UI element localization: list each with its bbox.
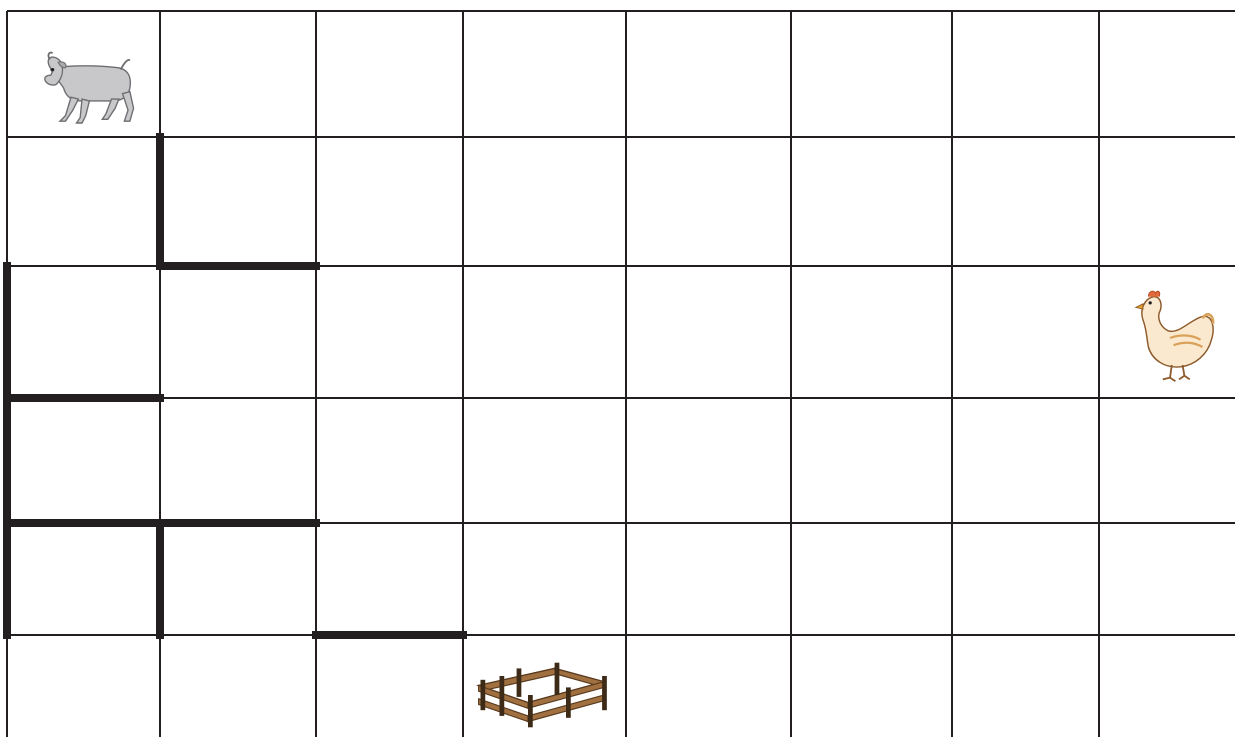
grid-cell-r4-c1[interactable] <box>160 523 316 635</box>
grid-cell-r0-c3[interactable] <box>463 11 626 137</box>
grid-cell-r4-c7[interactable] <box>1099 523 1235 635</box>
grid-cell-r1-c3[interactable] <box>463 137 626 266</box>
grid-cell-r5-c1[interactable] <box>160 635 316 737</box>
grid-cell-r0-c6[interactable] <box>952 11 1099 137</box>
grid-cell-r2-c0[interactable] <box>7 266 160 398</box>
grid-cell-r4-c4[interactable] <box>626 523 791 635</box>
grid-cell-r1-c6[interactable] <box>952 137 1099 266</box>
grid-cell-r1-c7[interactable] <box>1099 137 1235 266</box>
grid-cell-r3-c6[interactable] <box>952 398 1099 523</box>
grid-cells <box>7 11 1235 737</box>
grid-cell-r1-c2[interactable] <box>316 137 463 266</box>
grid-cell-r2-c5[interactable] <box>791 266 952 398</box>
grid-cell-r4-c3[interactable] <box>463 523 626 635</box>
grid-cell-r2-c2[interactable] <box>316 266 463 398</box>
grid-cell-r1-c5[interactable] <box>791 137 952 266</box>
grid-cell-r1-c1[interactable] <box>160 137 316 266</box>
grid-cell-r4-c2[interactable] <box>316 523 463 635</box>
grid-cell-r3-c4[interactable] <box>626 398 791 523</box>
grid-cell-r3-c0[interactable] <box>7 398 160 523</box>
grid-cell-r5-c0[interactable] <box>7 635 160 737</box>
grid-cell-r5-c5[interactable] <box>791 635 952 737</box>
grid-cell-r3-c1[interactable] <box>160 398 316 523</box>
grid-cell-r0-c5[interactable] <box>791 11 952 137</box>
grid-cell-r3-c3[interactable] <box>463 398 626 523</box>
grid-cell-r5-c4[interactable] <box>626 635 791 737</box>
grid-cell-r0-c4[interactable] <box>626 11 791 137</box>
grid-cell-r4-c0[interactable] <box>7 523 160 635</box>
grid-cell-r1-c4[interactable] <box>626 137 791 266</box>
grid-cell-r2-c6[interactable] <box>952 266 1099 398</box>
grid-cell-r4-c5[interactable] <box>791 523 952 635</box>
grid-cell-r0-c2[interactable] <box>316 11 463 137</box>
grid-cell-r2-c1[interactable] <box>160 266 316 398</box>
grid-cell-r1-c0[interactable] <box>7 137 160 266</box>
grid-cell-r5-c7[interactable] <box>1099 635 1235 737</box>
grid-cell-r2-c4[interactable] <box>626 266 791 398</box>
grid-cell-r5-c2[interactable] <box>316 635 463 737</box>
grid-cell-r3-c2[interactable] <box>316 398 463 523</box>
grid-cell-r2-c3[interactable] <box>463 266 626 398</box>
grid-cell-r4-c6[interactable] <box>952 523 1099 635</box>
grid-cell-r5-c6[interactable] <box>952 635 1099 737</box>
grid-cell-r3-c5[interactable] <box>791 398 952 523</box>
grid-cell-r0-c7[interactable] <box>1099 11 1235 137</box>
grid-cell-r3-c7[interactable] <box>1099 398 1235 523</box>
grid-cell-r0-c1[interactable] <box>160 11 316 137</box>
